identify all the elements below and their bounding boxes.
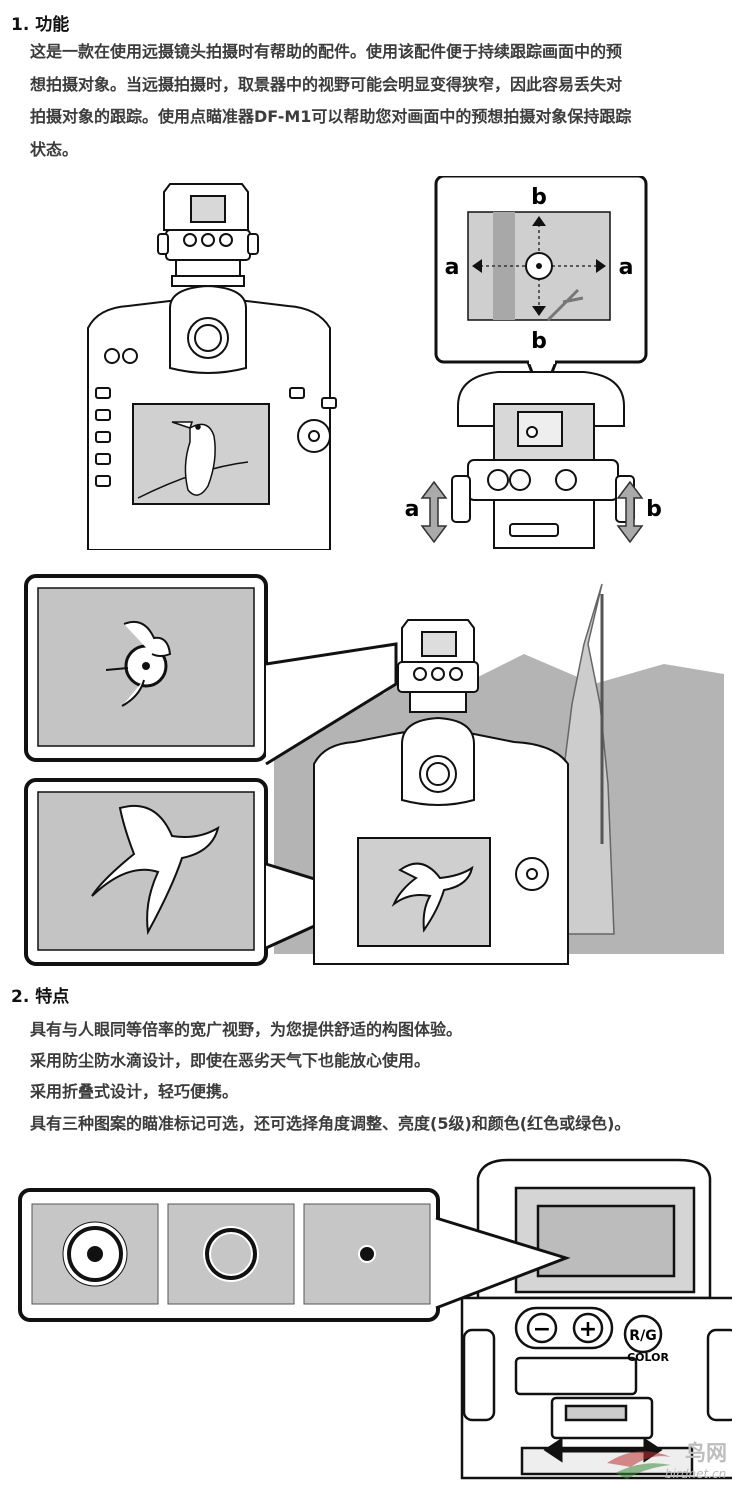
- feature-item: 采用防尘防水滴设计，即使在恶劣天气下也能放心使用。: [30, 1051, 431, 1070]
- watermark-site-name: 鸟网: [685, 1441, 727, 1465]
- color-button-label: R/G: [629, 1328, 656, 1344]
- label-a-right: a: [619, 255, 634, 280]
- minus-button-label: −: [533, 1317, 551, 1342]
- color-button-caption: COLOR: [627, 1351, 669, 1364]
- label-a-left: a: [445, 255, 460, 280]
- paragraph-line: 想拍摄对象。当远摄拍摄时，取景器中的视野可能会明显变得狭窄，因此容易丢失对: [30, 74, 623, 94]
- label-a-side: a: [405, 497, 420, 522]
- label-b-bottom: b: [531, 329, 547, 354]
- tracking-scene-illustration: [24, 574, 724, 966]
- watermark-url: birdnet.cn: [665, 1467, 727, 1481]
- paragraph-line: 拍摄对象的跟踪。使用点瞄准器DF-M1可以帮助您对画面中的预想拍摄对象保持跟踪: [30, 107, 632, 126]
- paragraph-line: 状态。: [30, 139, 79, 159]
- feature-item: 具有与人眼同等倍率的宽广视野，为您提供舒适的构图体验。: [30, 1020, 463, 1039]
- adjustment-diagram: b b a a a b: [405, 176, 662, 549]
- reticle-patterns-illustration: − + R/G COLOR: [18, 1158, 732, 1480]
- feature-item: 采用折叠式设计，轻巧便携。: [30, 1082, 239, 1101]
- label-b-top: b: [531, 185, 547, 210]
- feature-item: 具有三种图案的瞄准标记可选，还可选择角度调整、亮度(5级)和颜色(红色或绿色)。: [30, 1114, 631, 1133]
- section-2-heading: 2. 特点: [11, 987, 70, 1007]
- paragraph-line: 这是一款在使用远摄镜头拍摄时有帮助的配件。使用该配件便于持续跟踪画面中的预: [30, 42, 623, 61]
- camera-back-illustration: [87, 183, 337, 550]
- section-1-heading: 1. 功能: [11, 15, 70, 35]
- site-watermark: 鸟网 birdnet.cn: [603, 1433, 745, 1493]
- section-1-paragraph: 这是一款在使用远摄镜头拍摄时有帮助的配件。使用该配件便于持续跟踪画面中的预 想拍…: [30, 36, 734, 166]
- watermark-logo-icon: [607, 1451, 671, 1479]
- label-b-side: b: [646, 497, 662, 522]
- plus-button-label: +: [579, 1317, 597, 1342]
